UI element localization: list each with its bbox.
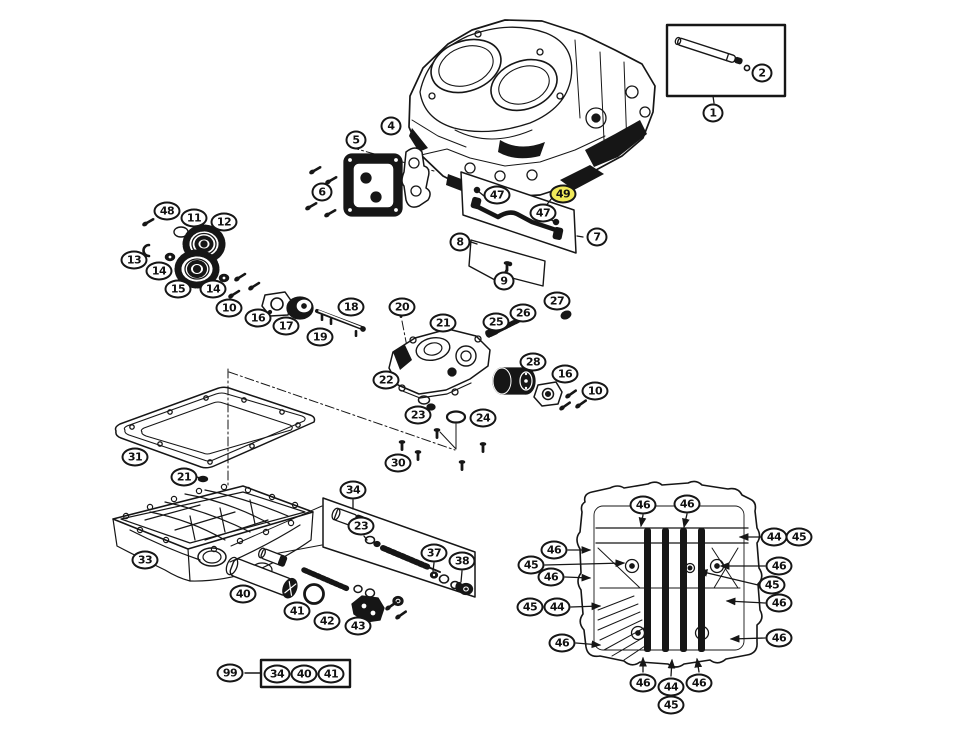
callout-21[interactable]: 21	[170, 467, 198, 487]
callout-1[interactable]: 1	[702, 103, 724, 123]
callout-46[interactable]: 46	[765, 556, 793, 576]
callout-48[interactable]: 48	[153, 201, 181, 221]
callout-41[interactable]: 41	[317, 664, 345, 684]
callout-4[interactable]: 4	[380, 116, 402, 136]
callout-44[interactable]: 44	[543, 597, 571, 617]
callout-37[interactable]: 37	[420, 543, 448, 563]
callout-46[interactable]: 46	[765, 628, 793, 648]
callout-34[interactable]: 34	[263, 664, 291, 684]
inset-box-shaft	[667, 25, 785, 103]
callout-46[interactable]: 46	[548, 633, 576, 653]
callout-99[interactable]: 99	[216, 663, 244, 683]
callout-46[interactable]: 46	[685, 673, 713, 693]
callout-19[interactable]: 19	[306, 327, 334, 347]
callout-16[interactable]: 16	[244, 308, 272, 328]
callout-18[interactable]: 18	[337, 297, 365, 317]
callout-46[interactable]: 46	[629, 495, 657, 515]
callout-25[interactable]: 25	[482, 312, 510, 332]
engine-block	[409, 20, 655, 197]
callout-22[interactable]: 22	[372, 370, 400, 390]
callout-40[interactable]: 40	[229, 584, 257, 604]
callout-44[interactable]: 44	[657, 677, 685, 697]
callout-34[interactable]: 34	[339, 480, 367, 500]
callout-44[interactable]: 44	[760, 527, 788, 547]
pan-bottom-view	[577, 481, 762, 667]
callout-46[interactable]: 46	[673, 494, 701, 514]
callout-11[interactable]: 11	[180, 208, 208, 228]
callout-38[interactable]: 38	[448, 551, 476, 571]
callout-14[interactable]: 14	[145, 261, 173, 281]
callout-30[interactable]: 30	[384, 453, 412, 473]
callout-23[interactable]: 23	[347, 516, 375, 536]
gear-train-group	[140, 215, 365, 338]
legend-kit-box	[245, 660, 350, 687]
callout-13[interactable]: 13	[120, 250, 148, 270]
callout-17[interactable]: 17	[272, 316, 300, 336]
callout-46[interactable]: 46	[629, 673, 657, 693]
strainer-group	[224, 547, 409, 622]
leader-lines	[545, 514, 765, 676]
callout-45[interactable]: 45	[785, 527, 813, 547]
callout-23[interactable]: 23	[404, 405, 432, 425]
callout-24[interactable]: 24	[469, 408, 497, 428]
callout-5[interactable]: 5	[345, 130, 367, 150]
callout-45[interactable]: 45	[657, 695, 685, 715]
callout-45[interactable]: 45	[758, 575, 786, 595]
callout-43[interactable]: 43	[344, 616, 372, 636]
callout-7[interactable]: 7	[586, 227, 608, 247]
callout-10[interactable]: 10	[581, 381, 609, 401]
callout-8[interactable]: 8	[449, 232, 471, 252]
callout-21[interactable]: 21	[429, 313, 457, 333]
callout-46[interactable]: 46	[765, 593, 793, 613]
oil-pan	[113, 484, 313, 581]
pan-gasket	[116, 387, 315, 481]
callout-46[interactable]: 46	[540, 540, 568, 560]
breather-cover-group	[303, 148, 430, 220]
callout-20[interactable]: 20	[388, 297, 416, 317]
callout-49[interactable]: 49	[549, 184, 577, 204]
callout-42[interactable]: 42	[313, 611, 341, 631]
callout-2[interactable]: 2	[751, 63, 773, 83]
callout-6[interactable]: 6	[311, 182, 333, 202]
callout-15[interactable]: 15	[164, 279, 192, 299]
callout-33[interactable]: 33	[131, 550, 159, 570]
callout-45[interactable]: 45	[517, 555, 545, 575]
callout-28[interactable]: 28	[519, 352, 547, 372]
callout-45[interactable]: 45	[516, 597, 544, 617]
callout-31[interactable]: 31	[121, 447, 149, 467]
callout-41[interactable]: 41	[283, 601, 311, 621]
callout-40[interactable]: 40	[290, 664, 318, 684]
callout-27[interactable]: 27	[543, 291, 571, 311]
callout-47[interactable]: 47	[483, 185, 511, 205]
callout-26[interactable]: 26	[509, 303, 537, 323]
callout-14[interactable]: 14	[199, 279, 227, 299]
callout-10[interactable]: 10	[215, 298, 243, 318]
callout-12[interactable]: 12	[210, 212, 238, 232]
callout-46[interactable]: 46	[537, 567, 565, 587]
callout-16[interactable]: 16	[551, 364, 579, 384]
callout-47[interactable]: 47	[529, 203, 557, 223]
callout-9[interactable]: 9	[493, 271, 515, 291]
